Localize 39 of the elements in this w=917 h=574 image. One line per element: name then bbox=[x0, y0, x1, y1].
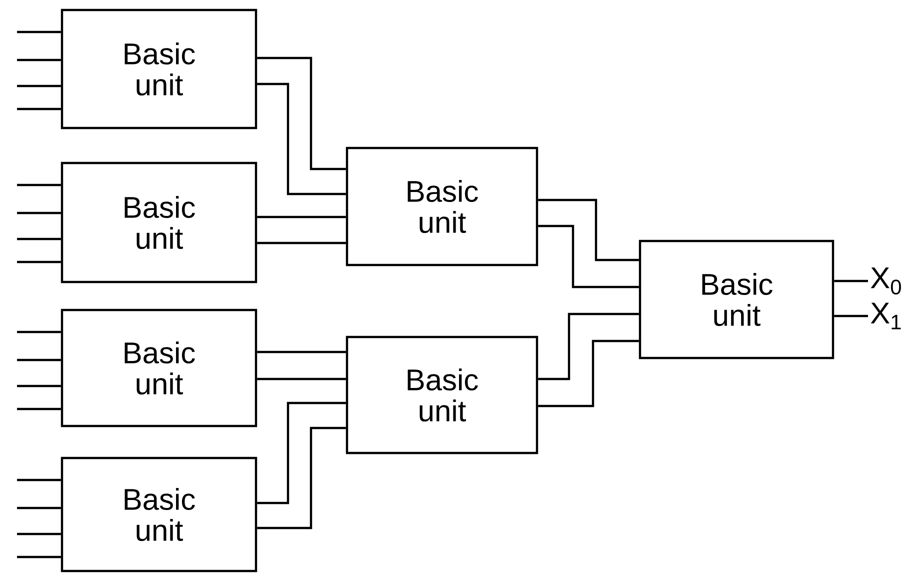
wire bbox=[257, 350, 346, 354]
input-line bbox=[17, 30, 61, 34]
wire bbox=[538, 198, 639, 262]
wire bbox=[257, 82, 346, 196]
input-line bbox=[17, 478, 61, 482]
input-line bbox=[17, 184, 61, 186]
wire bbox=[257, 216, 346, 218]
input-line bbox=[17, 532, 61, 536]
output-line bbox=[834, 280, 868, 282]
unit-box: Basic unit bbox=[60, 308, 258, 428]
unit-box: Basic unit bbox=[60, 162, 258, 284]
input-line bbox=[17, 260, 61, 264]
wire bbox=[538, 340, 639, 408]
unit-box: Basic unit bbox=[638, 240, 834, 360]
input-line bbox=[17, 58, 61, 62]
output-label: X$_{0}$ bbox=[870, 268, 901, 294]
output-label: X$_{1}$ bbox=[870, 302, 901, 330]
input-line bbox=[17, 556, 61, 558]
input-line bbox=[17, 212, 61, 214]
wire bbox=[538, 312, 639, 380]
unit-box: Basic unit bbox=[346, 336, 538, 454]
input-line bbox=[17, 84, 61, 88]
unit-box: Basic unit bbox=[346, 146, 538, 266]
input-line bbox=[17, 330, 61, 334]
wire bbox=[257, 402, 346, 504]
input-line bbox=[17, 408, 61, 410]
wire bbox=[257, 56, 346, 170]
wire bbox=[257, 242, 346, 244]
output-line bbox=[834, 314, 868, 318]
input-line bbox=[17, 506, 61, 510]
input-line bbox=[17, 384, 61, 388]
unit-box: Basic unit bbox=[60, 456, 258, 572]
input-line bbox=[17, 108, 61, 110]
unit-box: Basic unit bbox=[60, 8, 258, 130]
wire bbox=[257, 426, 346, 530]
input-line bbox=[17, 238, 61, 240]
wire bbox=[538, 224, 639, 288]
wire bbox=[257, 378, 346, 380]
input-line bbox=[17, 358, 61, 362]
